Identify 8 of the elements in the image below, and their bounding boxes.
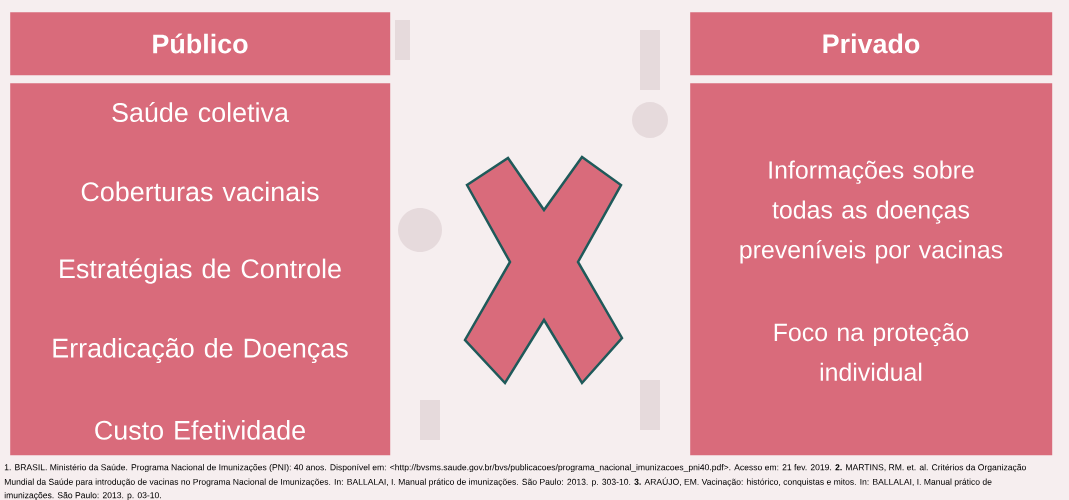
content-box: Informações sobre todas as doenças preveníveis por vacinas Foco na proteção individual [690,83,1053,456]
header-box: Público [10,12,391,76]
cross-mark [463,155,624,386]
reference-text: imunizações. São Paulo: 2013. p. 03-10. [4,492,161,500]
content-box: Saúde coletiva Coberturas vacinais Estratégias de Controle Erradicação de Doenças Custo Efetividade [10,83,391,456]
header-box: Privado [690,12,1053,76]
reference-text: Mundial da Saúde para introdução de vacinas no Programa Nacional de Imunizações. In: BALLALAI, I. Manual prático de imunizações. São Paulo: 2013. p. 303-10. 3. ARAÚJO, EM. Vacinação: histórico, conquistas e mitos. In: BALLALAI, I. Manual prático de [4,477,992,487]
reference-text: 1. BRASIL. Ministério da Saúde. Programa Nacional de Imunizações (PNI): 40 anos. Disponível em: <http://bvsms.saude.gov.br/bvs/publicacoes/programa_nacional_imunizacoes_pni40.pdf>. Acesso em: 21 fev. 2019. 2. MARTINS, RM. et. al. Critérios da Organização [4,463,1026,473]
